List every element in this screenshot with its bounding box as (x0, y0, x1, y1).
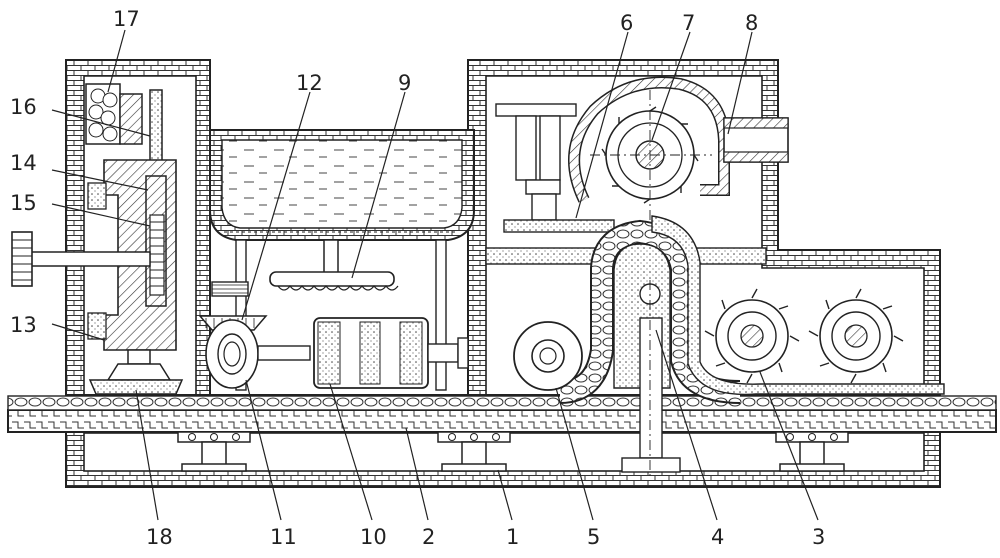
label-8: 8 (745, 11, 758, 35)
spiked-wheels (704, 288, 904, 384)
label-6: 6 (620, 11, 633, 35)
label-3: 3 (812, 525, 825, 549)
pressure-roller (513, 321, 583, 391)
label-4: 4 (711, 525, 724, 549)
fan-blower (568, 76, 730, 220)
press-frame (485, 103, 767, 265)
label-17: 17 (113, 7, 140, 31)
spray-head (269, 239, 399, 291)
label-10: 10 (360, 525, 387, 549)
label-13: 13 (10, 313, 37, 337)
label-2: 2 (422, 525, 435, 549)
label-9: 9 (398, 71, 411, 95)
bevel-gear-train (198, 281, 311, 389)
label-5: 5 (587, 525, 600, 549)
cam-weight-assembly (11, 83, 184, 395)
part-labels: 17 16 14 15 13 12 9 6 7 8 18 11 10 2 1 5… (10, 7, 825, 549)
label-7: 7 (682, 11, 695, 35)
label-18: 18 (146, 525, 173, 549)
drive-motor (313, 317, 469, 389)
outlet-pipe (723, 117, 789, 163)
support-posts (235, 239, 447, 391)
label-15: 15 (10, 191, 37, 215)
label-1: 1 (506, 525, 519, 549)
belt-roller-supports (177, 431, 849, 472)
label-14: 14 (10, 151, 37, 175)
s-curve-guide (559, 215, 945, 480)
label-16: 16 (10, 95, 37, 119)
leader-lines (51, 29, 819, 521)
conveyor-belt (7, 395, 997, 433)
label-12: 12 (296, 71, 323, 95)
label-11: 11 (270, 525, 297, 549)
water-tank (209, 129, 475, 241)
